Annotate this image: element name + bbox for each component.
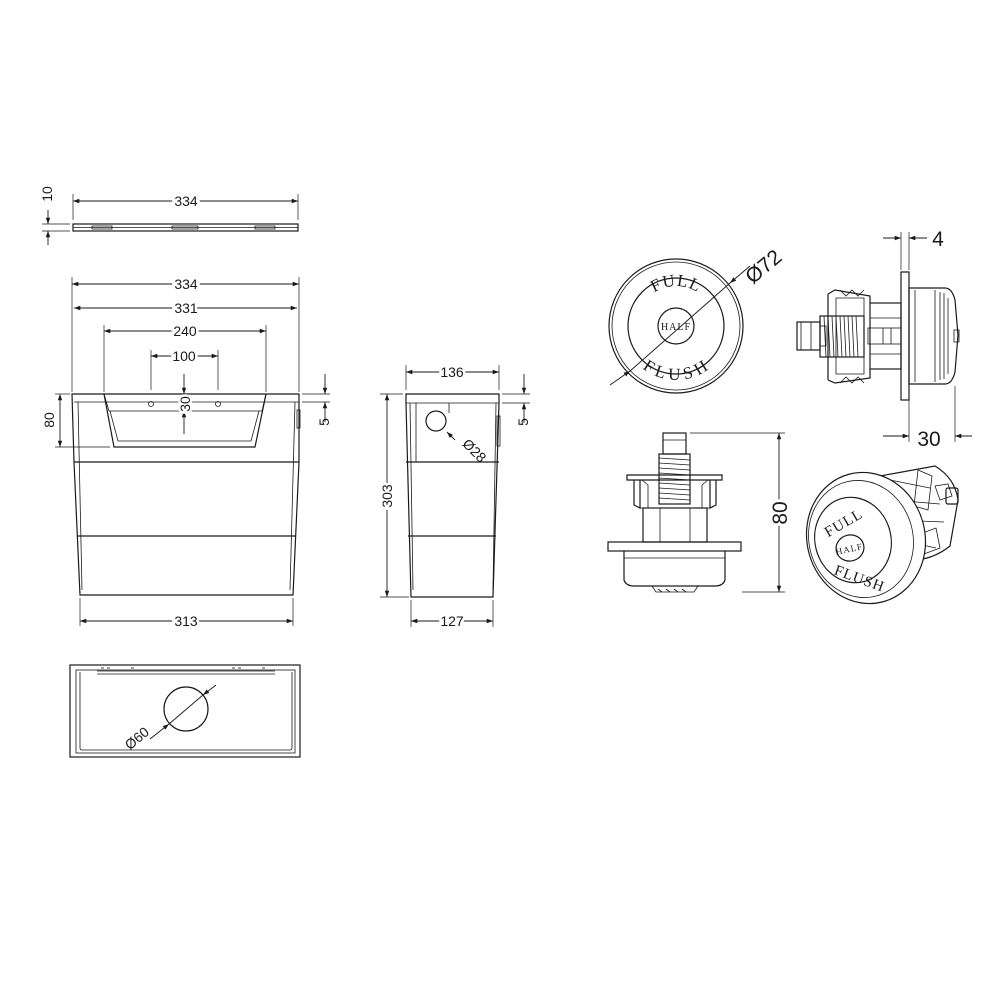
side-outlet-dia-label: Ø28 (460, 435, 490, 465)
hole-drop-label: 30 (177, 396, 193, 412)
front-lip-label: 5 (316, 418, 332, 426)
hole-spacing-label: 100 (172, 348, 196, 364)
flush-button-face-view: FULL FLUSH HALF Ø72 (608, 245, 786, 394)
lid-width-label: 334 (174, 193, 198, 209)
side-height-label: 303 (379, 484, 395, 508)
button-face-dia-label: Ø72 (741, 245, 786, 288)
cistern-side-view: Ø28 136 303 5 127 (377, 362, 532, 632)
button-half-text: HALF (661, 322, 691, 333)
side-base-depth-label: 127 (440, 613, 464, 629)
plate-thickness-label: 4 (932, 228, 944, 251)
front-base-width-label: 313 (174, 613, 198, 629)
button-flush-text: FLUSH (640, 356, 711, 384)
flush-button-side-view: 4 30 (796, 228, 972, 451)
side-top-depth-label: 136 (440, 364, 464, 380)
front-outer-width-label: 334 (174, 276, 198, 292)
cistern-front-view: 334 331 240 100 30 80 5 313 (41, 274, 332, 632)
front-inner-width-label: 331 (174, 300, 198, 316)
lid-thickness-label: 10 (39, 186, 55, 202)
svg-text:FLUSH: FLUSH (640, 356, 712, 384)
body-depth-label: 30 (917, 428, 940, 451)
plan-outlet-dia-label: Ø60 (122, 723, 153, 752)
svg-text:FULL: FULL (647, 271, 704, 296)
flush-button-isometric-view: HALF FULL FLUSH (805, 465, 959, 605)
button-full-text: FULL (647, 271, 703, 296)
panel-height-label: 80 (41, 412, 57, 428)
side-lip-label: 5 (515, 418, 531, 426)
overall-height-label: 80 (769, 501, 792, 524)
panel-width-label: 240 (173, 323, 197, 339)
cistern-lid-view: 334 10 (39, 186, 299, 245)
cistern-plan-view: Ø60 (69, 664, 301, 758)
flush-button-elevation-view: 80 (607, 432, 795, 593)
